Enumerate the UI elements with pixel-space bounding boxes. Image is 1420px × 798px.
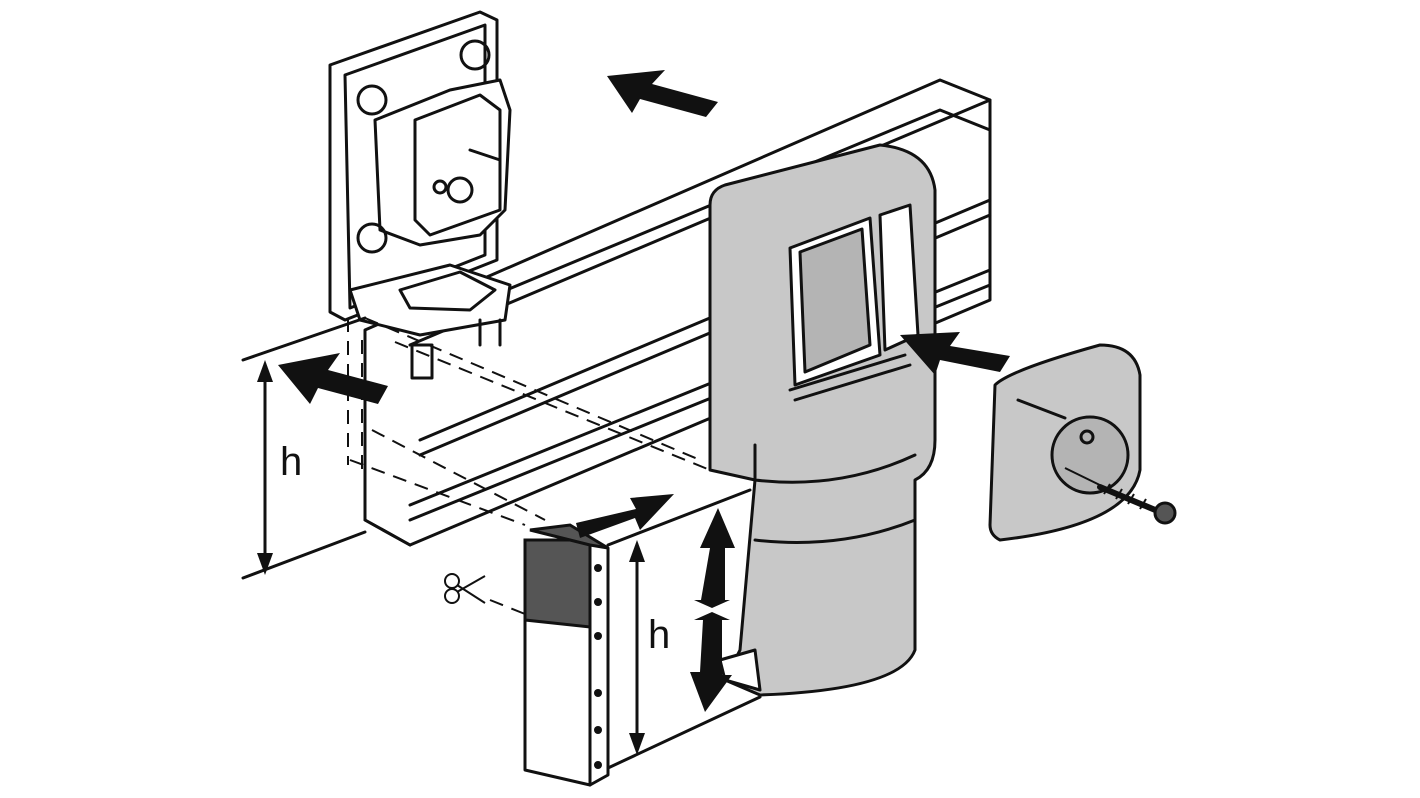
vertical-post bbox=[523, 523, 610, 787]
height-label-left: h bbox=[280, 440, 302, 484]
height-dimension-left: h bbox=[241, 316, 367, 580]
arrow-icon bbox=[900, 332, 1010, 375]
arrow-icon bbox=[576, 494, 674, 538]
scissors-icon bbox=[444, 573, 486, 604]
height-label-right: h bbox=[648, 613, 670, 657]
double-arrow-icon bbox=[690, 508, 735, 712]
arrow-icon bbox=[607, 70, 718, 117]
mounting-plate bbox=[328, 10, 512, 380]
wall-plug bbox=[988, 343, 1142, 542]
socket-frame bbox=[708, 143, 937, 697]
height-dimension-right: h bbox=[606, 488, 762, 770]
arrow-icon bbox=[278, 353, 388, 404]
screw-icon bbox=[1064, 467, 1177, 525]
